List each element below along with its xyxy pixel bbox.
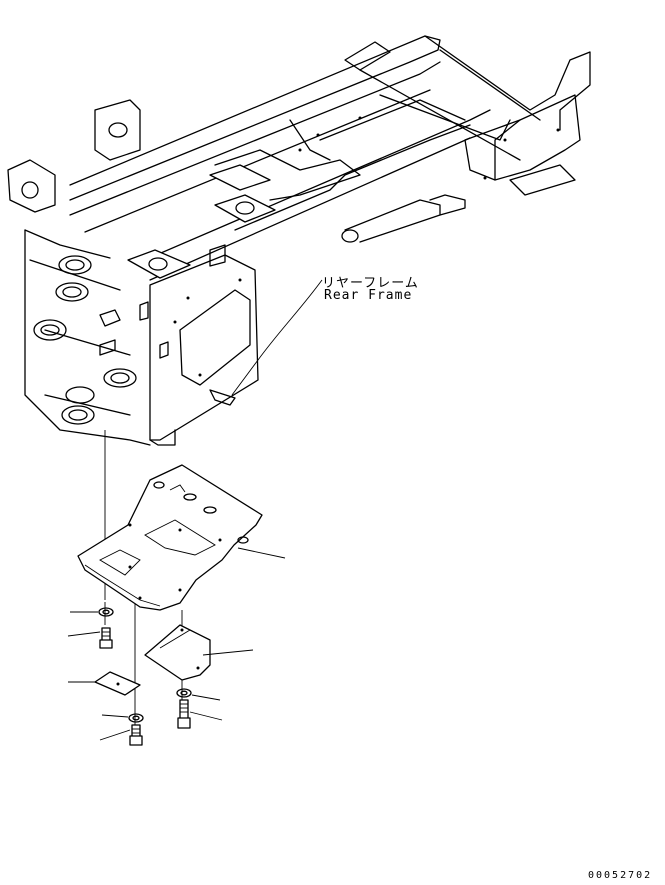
washer-upper (98, 607, 114, 617)
bolt-lower-left (129, 724, 143, 746)
washer-lower-left (128, 713, 144, 723)
rear-frame (7, 35, 591, 446)
leader-washer-lower-left (101, 714, 129, 718)
under-cover-plate (77, 464, 263, 611)
leader-small-cover (202, 649, 254, 656)
leader-bolt-lower-right (189, 711, 223, 721)
callout-label-japanese: リヤーフレーム (322, 276, 419, 291)
leader-washer-lower-right (191, 694, 221, 701)
spacer-plate (94, 671, 141, 696)
washer-lower-right (176, 688, 192, 698)
small-cover-plate (144, 624, 211, 681)
callout-label-english: Rear Frame (324, 288, 413, 303)
leader-under-cover (237, 547, 286, 559)
leader-bolt-lower-left (99, 729, 131, 741)
bolt-lower-right (177, 699, 191, 729)
leader-bolt-upper (67, 631, 101, 637)
rear-frame-leader-line (231, 279, 323, 396)
drawing-number: 00052702 (588, 870, 653, 881)
bolt-upper (99, 627, 113, 649)
